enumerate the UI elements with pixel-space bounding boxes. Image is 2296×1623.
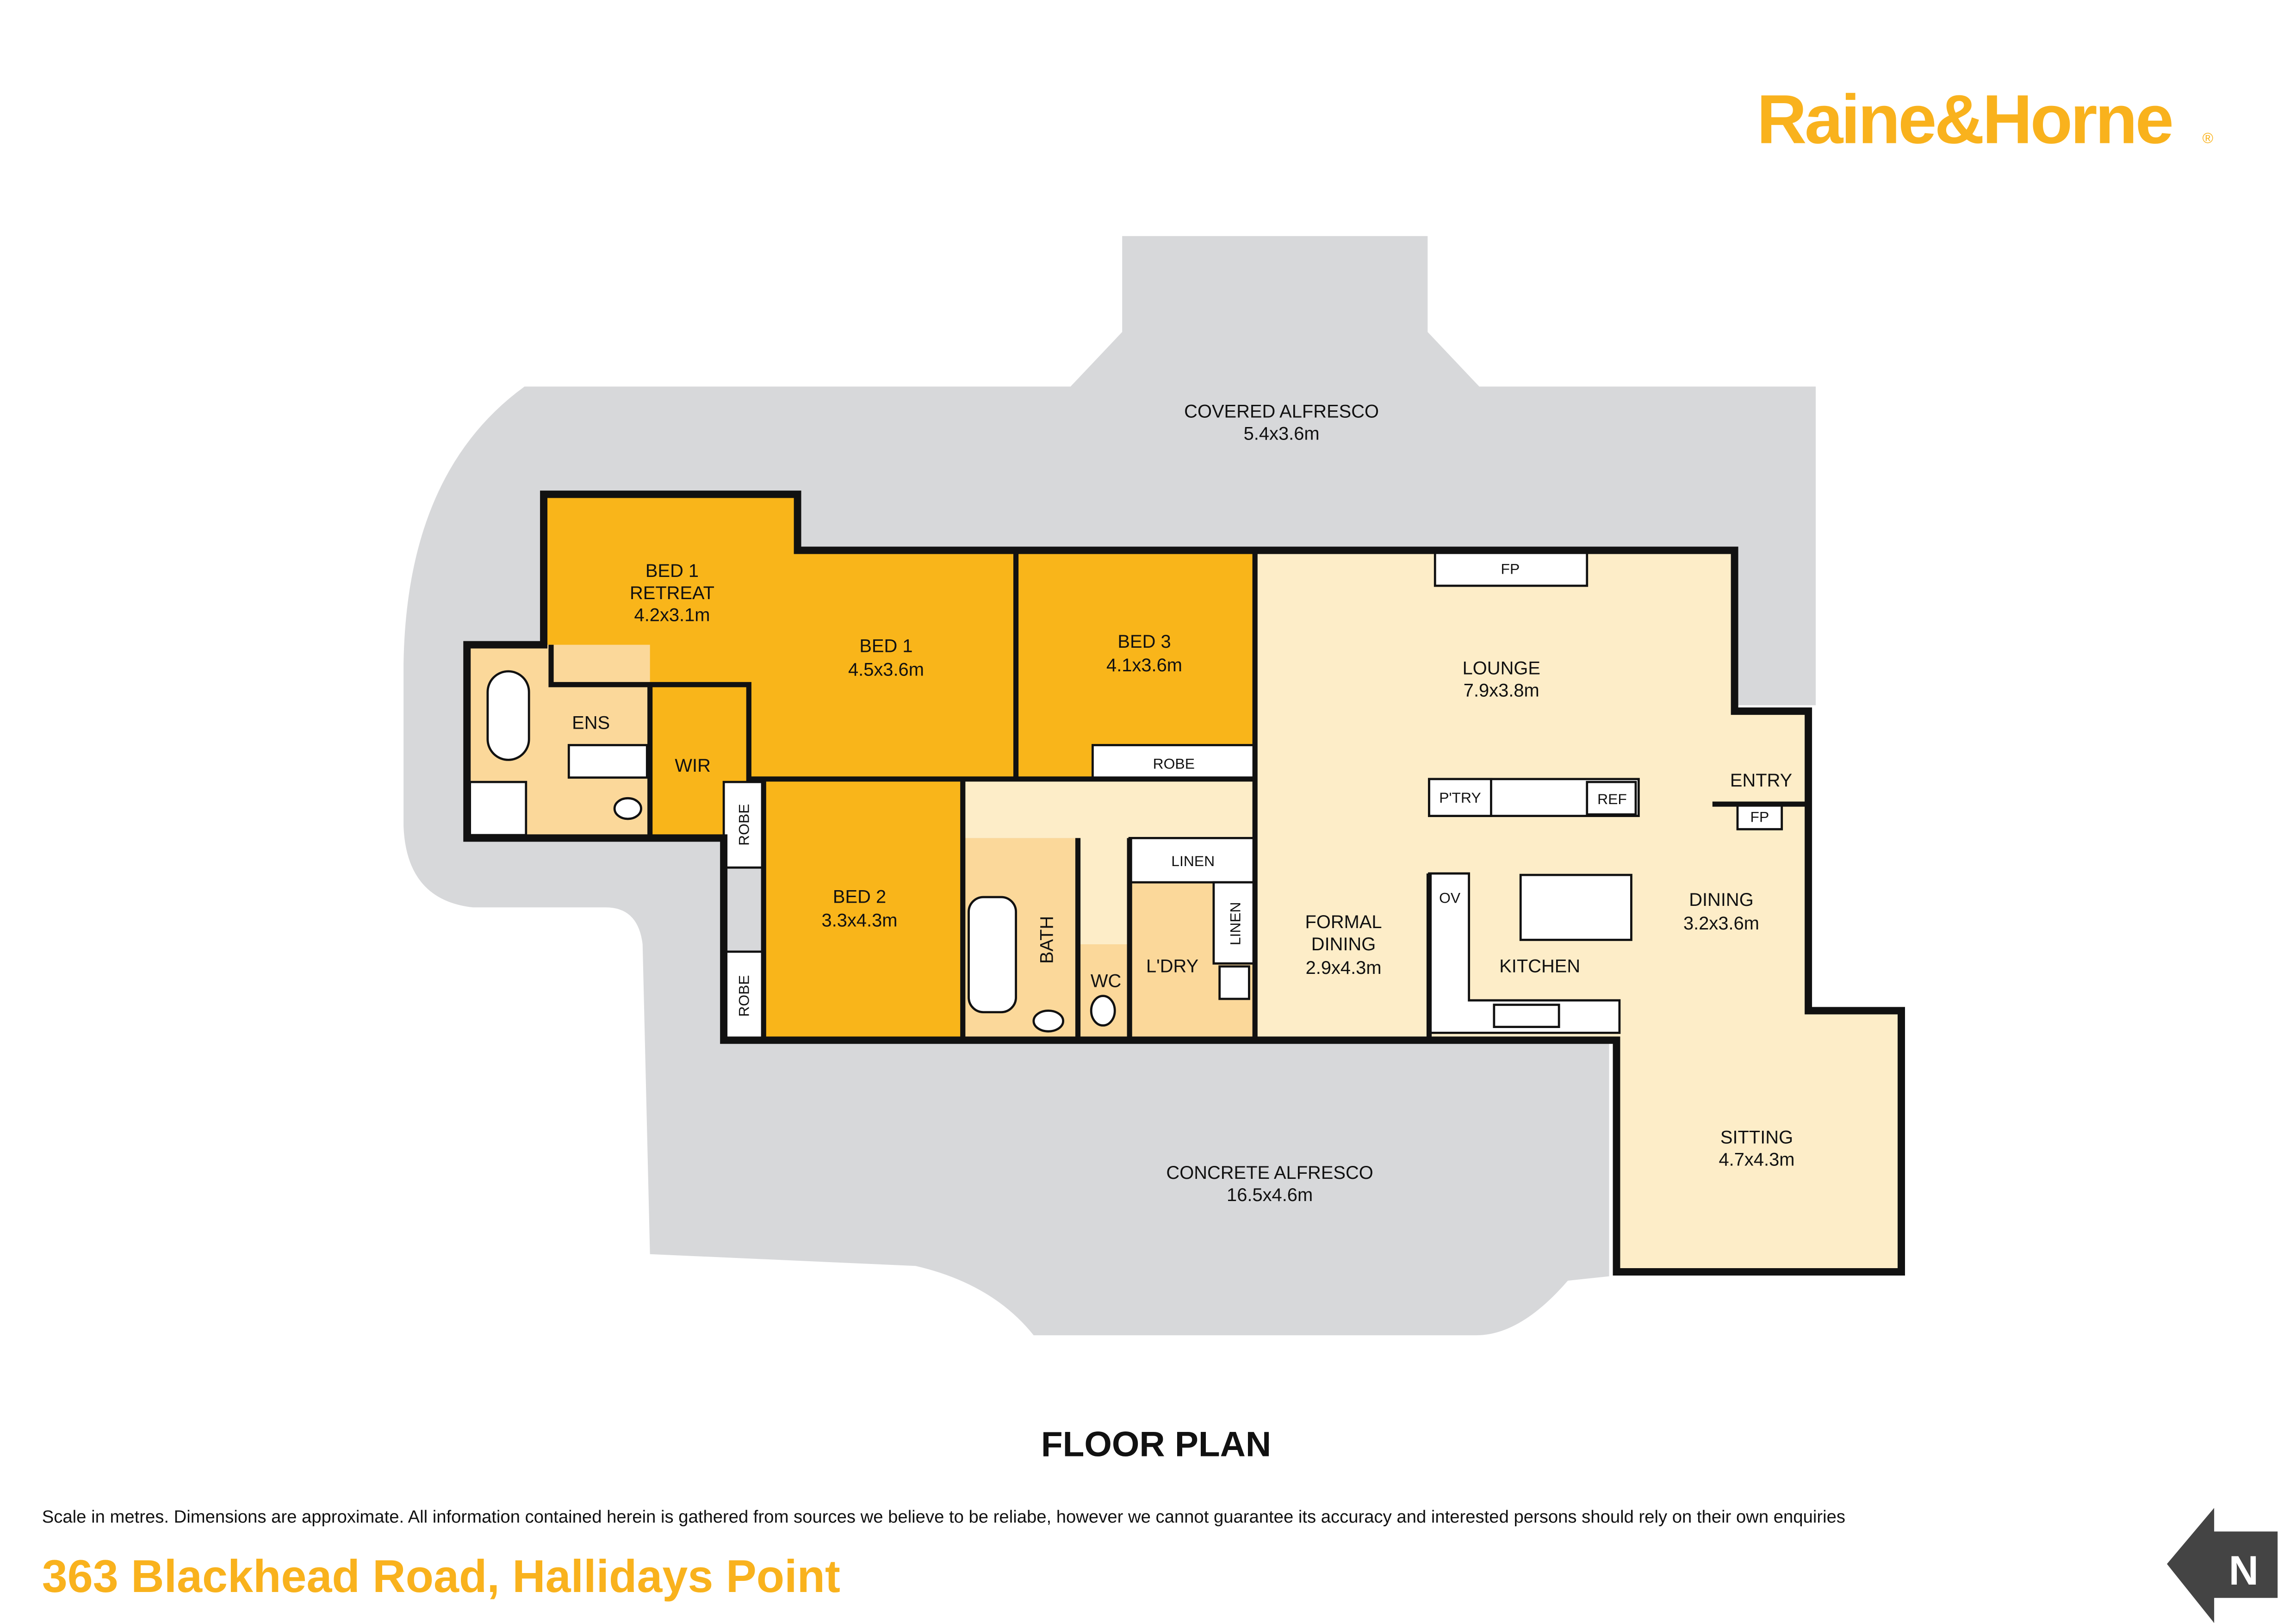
formal-dining-dims: 2.9x4.3m (1306, 958, 1382, 978)
fridge (1586, 781, 1637, 816)
sink-icon (1493, 1004, 1560, 1028)
vanity-icon (567, 744, 648, 779)
north-label: N (2229, 1547, 2259, 1593)
property-address: 363 Blackhead Road, Hallidays Point (42, 1551, 840, 1602)
page-title: FLOOR PLAN (1041, 1425, 1271, 1464)
shower-icon (469, 781, 527, 836)
dining-dims: 3.2x3.6m (1683, 913, 1759, 934)
pantry (1428, 778, 1492, 817)
bed1-retreat-label: BED 1 (645, 561, 699, 581)
logo-registered: ® (2203, 130, 2214, 146)
formal-dining-label-2: DINING (1311, 934, 1376, 954)
robe-bed2-bottom-label: ROBE (735, 975, 752, 1016)
bed1-room (544, 494, 1016, 779)
basin-icon (1032, 1010, 1065, 1033)
covered-alfresco-dims: 5.4x3.6m (1244, 423, 1320, 444)
logo-text: Raine&Horne (1757, 80, 2172, 158)
concrete-alfresco-label: CONCRETE ALFRESCO (1166, 1163, 1373, 1183)
north-arrow-icon: N (2167, 1508, 2278, 1623)
lounge-label: LOUNGE (1463, 658, 1540, 678)
hallway (962, 779, 1255, 945)
robe-bed2-top-label: ROBE (735, 804, 752, 846)
pantry-label: P'TRY (1439, 789, 1481, 806)
bed2-label: BED 2 (833, 887, 886, 907)
bathtub-icon (486, 670, 530, 761)
sitting-label: SITTING (1720, 1127, 1793, 1148)
kitchen-island (1519, 873, 1632, 941)
laundry-tub-icon (1218, 965, 1250, 1000)
fireplace-entry-label: FP (1750, 808, 1769, 825)
bath-label: BATH (1036, 916, 1057, 964)
bed1-label: BED 1 (859, 636, 912, 657)
bed2-room (763, 779, 963, 1041)
disclaimer: Scale in metres. Dimensions are approxim… (42, 1507, 1845, 1527)
laundry-label: L'DRY (1146, 956, 1198, 977)
ref-label: REF (1597, 791, 1627, 807)
fireplace-entry (1736, 803, 1783, 830)
lounge-dims: 7.9x3.8m (1464, 680, 1539, 700)
ens-label: ENS (572, 712, 610, 733)
walls (463, 490, 1905, 1276)
wir-label: WIR (675, 756, 710, 776)
bed1-retreat-dims: 4.2x3.1m (634, 605, 710, 626)
linen-1-label: LINEN (1171, 853, 1215, 869)
fireplace-lounge-label: FP (1501, 561, 1520, 577)
linen-cupboard-1 (1128, 837, 1256, 884)
oven-label: OV (1439, 890, 1461, 906)
bath-tub-icon (968, 896, 1017, 1014)
raine-horne-logo: Raine&Horne ® (1757, 80, 2214, 158)
entry-label: ENTRY (1730, 770, 1792, 791)
formal-dining-label: FORMAL (1305, 912, 1382, 932)
toilet-icon (613, 797, 642, 820)
bed3-room (1016, 550, 1255, 779)
bed3-label: BED 3 (1117, 632, 1171, 652)
concrete-alfresco-dims: 16.5x4.6m (1227, 1185, 1313, 1205)
kitchen-label: KITCHEN (1499, 956, 1580, 977)
bed1-retreat-label-2: RETREAT (630, 583, 714, 603)
covered-alfresco-label: COVERED ALFRESCO (1184, 402, 1379, 422)
sitting-dims: 4.7x4.3m (1719, 1149, 1795, 1170)
bed3-dims: 4.1x3.6m (1106, 655, 1182, 675)
fireplace-lounge (1433, 549, 1589, 587)
linen-2-label: LINEN (1227, 902, 1243, 945)
wc-label: WC (1091, 971, 1121, 991)
wc-toilet-icon (1090, 995, 1116, 1027)
linen-cupboard-2 (1212, 881, 1256, 965)
bed1-dims: 4.5x3.6m (848, 660, 924, 680)
robe-bed3 (1092, 744, 1256, 781)
robe-bed3-label: ROBE (1153, 756, 1195, 772)
bed2-dims: 3.3x4.3m (822, 911, 898, 931)
robe-bed2-top (722, 781, 765, 869)
dining-label: DINING (1689, 890, 1754, 910)
